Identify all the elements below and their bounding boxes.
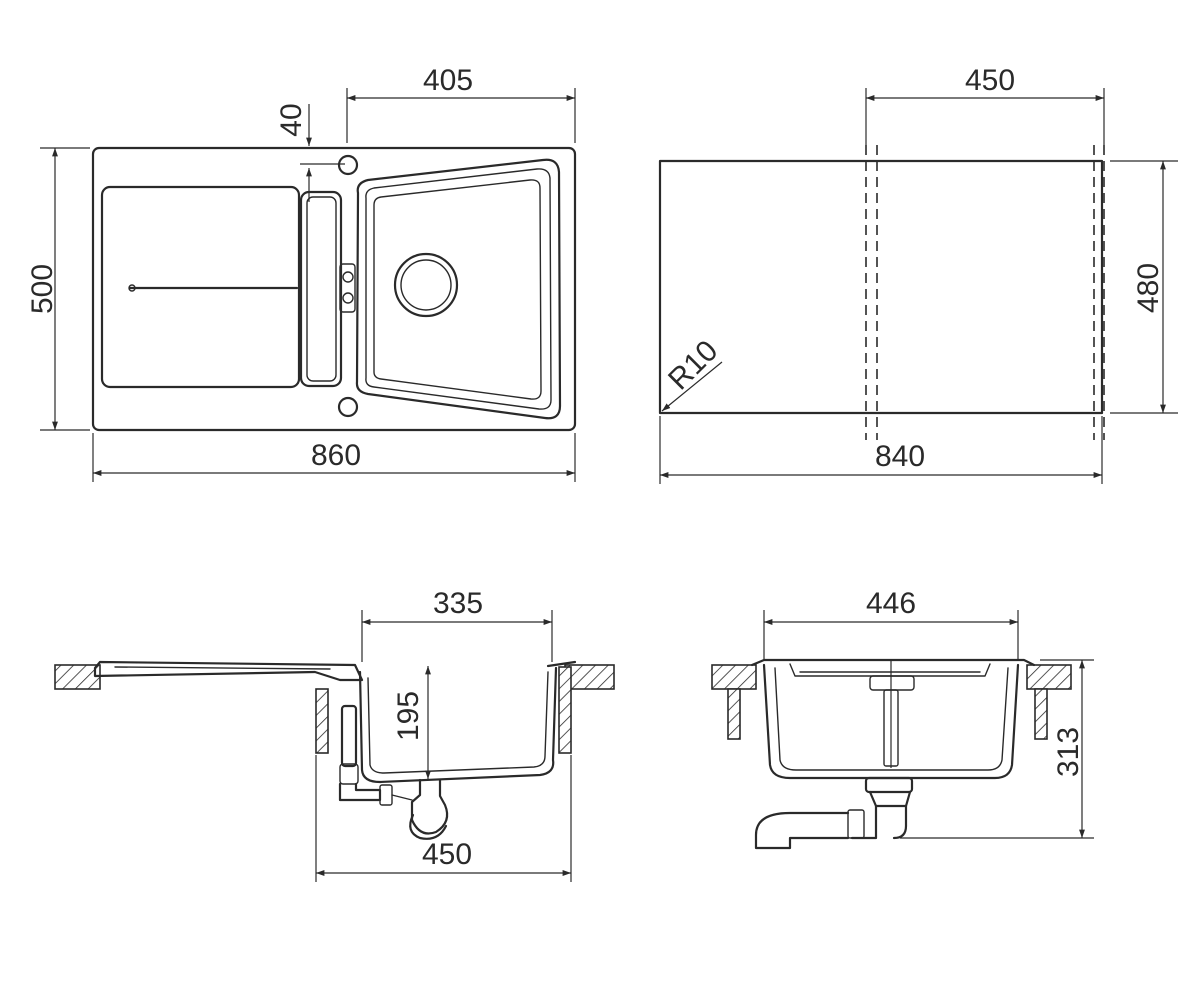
cutout-outline: [658, 159, 1104, 415]
dim-335-label: 335: [433, 587, 483, 620]
dim-480-label: 480: [1132, 263, 1165, 313]
side-waste-pipe: [754, 811, 850, 850]
overflow-pipe: [340, 704, 358, 768]
dim-860-label: 860: [311, 439, 361, 472]
dim-313-label: 313: [1052, 727, 1085, 777]
bowl-middle: [365, 168, 552, 410]
countertop-right: [564, 664, 615, 690]
side-drain-nut: [847, 809, 865, 839]
overflow-joint: [339, 763, 359, 785]
bowl-section-inner: [367, 671, 549, 774]
side-countertop-left: [711, 664, 757, 690]
drain-outer: [393, 252, 459, 318]
side-drain-body: [868, 790, 912, 808]
dim-r10-label: R10: [662, 334, 724, 396]
side-bowl-rim: [750, 658, 1036, 667]
cabinet-wall-left: [315, 688, 329, 754]
overflow-slot: [339, 263, 356, 313]
dim-405-label: 405: [423, 64, 473, 97]
middle-channel-inner: [306, 196, 337, 382]
sink-outline: [91, 146, 577, 432]
tap-hole-top: [337, 154, 359, 176]
cabinet-wall-right: [558, 666, 572, 754]
bowl-rim-right: [546, 660, 577, 668]
drainer-board: [100, 185, 301, 389]
dim-450-top-label: 450: [965, 64, 1015, 97]
dim-450-bottom-label: 450: [422, 838, 472, 871]
overflow-connector: [338, 782, 382, 802]
dim-195-label: 195: [392, 691, 425, 741]
side-drain-outlet: [850, 804, 908, 840]
countertop-left: [54, 664, 101, 690]
drain-inner: [400, 259, 452, 311]
bowl-outer: [355, 158, 562, 420]
overflow-hole-bottom: [342, 292, 354, 304]
top-view: 405 40 500 860: [26, 64, 577, 482]
trap-bend: [409, 813, 448, 840]
dim-446-label: 446: [866, 587, 916, 620]
front-section-view: 335 195 450: [54, 587, 615, 882]
dim-840-label: 840: [875, 440, 925, 473]
side-overflow-head: [869, 675, 915, 691]
dim-500-label: 500: [26, 264, 59, 314]
side-section-view: 446 313: [711, 587, 1094, 850]
bowl-section-outer: [358, 666, 558, 784]
side-countertop-right: [1026, 664, 1072, 690]
dim-40-label: 40: [275, 103, 308, 136]
side-cabinet-wall-left: [727, 688, 741, 740]
drainer-profile-inner: [114, 666, 331, 670]
drain-body: [410, 778, 449, 835]
bowl-inner: [373, 179, 542, 400]
overflow-hole-top: [342, 271, 354, 283]
side-drain-flange: [864, 776, 914, 794]
drainer-groove-end: [128, 284, 136, 292]
cutout-view: 450 480 R10 840: [658, 64, 1178, 484]
overflow-nut: [379, 784, 393, 806]
tap-hole-bottom: [337, 396, 359, 418]
side-tray: [789, 663, 991, 677]
side-cabinet-wall-right: [1034, 688, 1048, 740]
middle-channel: [299, 190, 343, 388]
side-bowl-inner: [774, 667, 1009, 771]
drainer-profile: [93, 660, 364, 682]
